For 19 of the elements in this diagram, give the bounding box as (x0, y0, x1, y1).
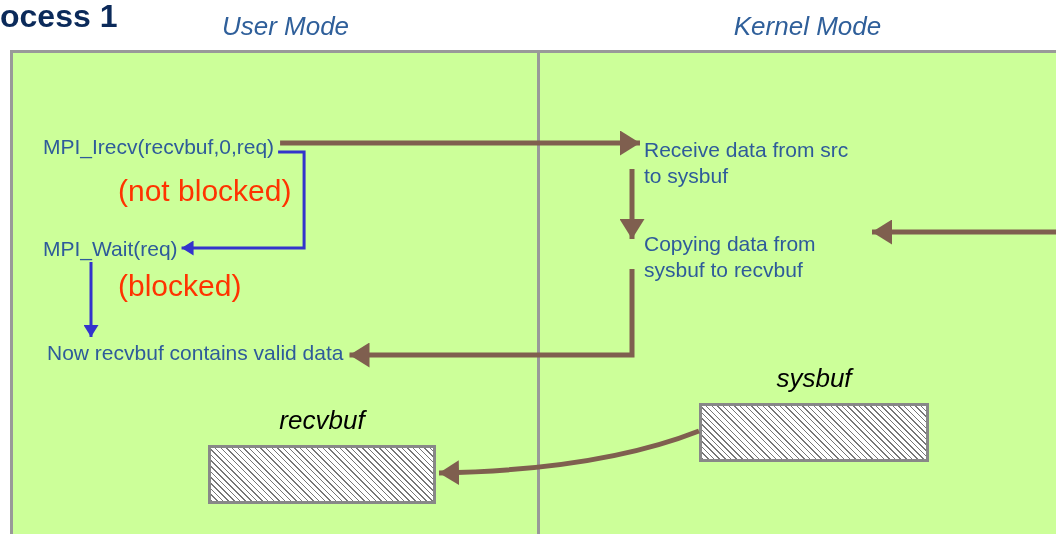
step-text: Receive data from src to sysbuf (644, 137, 869, 189)
arrow (872, 219, 1056, 245)
status-note: (not blocked) (118, 174, 292, 208)
page-title: ocess 1 (0, 0, 118, 34)
arrow (280, 130, 640, 156)
step-text: MPI_Irecv(recvbuf,0,req) (43, 134, 275, 160)
arrow (438, 428, 700, 485)
buffer-label: sysbuf (775, 363, 855, 394)
arrow (349, 269, 635, 368)
status-note: (blocked) (118, 269, 242, 303)
mode-heading: User Mode (220, 11, 351, 42)
mode-heading: Kernel Mode (732, 11, 883, 42)
arrow (619, 169, 645, 239)
step-text: Copying data from sysbuf to recvbuf (644, 231, 869, 283)
arrow (181, 150, 306, 256)
buffer-label: recvbuf (278, 405, 368, 436)
step-text: MPI_Wait(req) (43, 236, 178, 262)
step-text: Now recvbuf contains valid data (47, 340, 344, 366)
arrow (83, 262, 99, 337)
